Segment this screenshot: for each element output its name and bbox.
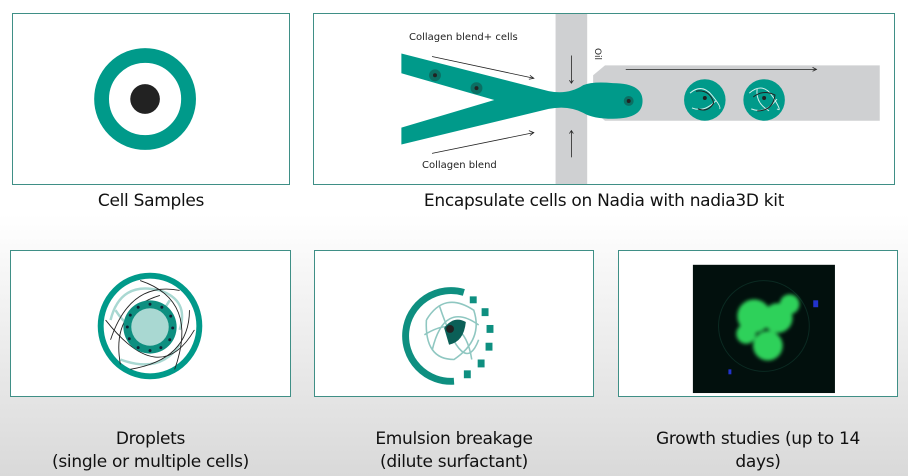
droplets-caption-line2: (single or multiple cells) bbox=[52, 452, 249, 472]
droplets-caption-line1: Droplets bbox=[115, 429, 186, 449]
growth-caption-line2: days) bbox=[735, 452, 781, 472]
droplet-icon bbox=[97, 272, 203, 380]
droplets-panel bbox=[10, 250, 291, 397]
top-inlet-label: Collagen blend+ cells bbox=[409, 32, 518, 43]
emulsion-caption: Emulsion breakage (dilute surfactant) bbox=[314, 428, 594, 474]
emulsion-panel bbox=[314, 250, 594, 397]
oil-label: Oil bbox=[592, 47, 603, 61]
microfluidic-chip-diagram bbox=[401, 14, 880, 184]
emulsion-breakage-icon bbox=[402, 287, 494, 385]
droplets-caption: Droplets (single or multiple cells) bbox=[10, 428, 291, 474]
growth-caption-line1: Growth studies (up to 14 bbox=[656, 429, 860, 449]
fluorescence-micrograph bbox=[692, 264, 835, 394]
encapsulation-caption: Encapsulate cells on Nadia with nadia3D … bbox=[423, 191, 785, 211]
encapsulation-panel: Collagen blend+ cells Collagen blend Oil bbox=[313, 13, 895, 185]
growth-caption: Growth studies (up to 14 days) bbox=[618, 428, 898, 474]
emulsion-caption-line1: Emulsion breakage bbox=[375, 429, 533, 449]
growth-panel bbox=[618, 250, 898, 397]
emulsion-caption-line2: (dilute surfactant) bbox=[380, 452, 528, 472]
cell-icon bbox=[94, 48, 196, 150]
cell-samples-caption: Cell Samples bbox=[97, 191, 205, 211]
cell-samples-panel bbox=[12, 13, 290, 185]
bottom-inlet-label: Collagen blend bbox=[422, 160, 497, 171]
